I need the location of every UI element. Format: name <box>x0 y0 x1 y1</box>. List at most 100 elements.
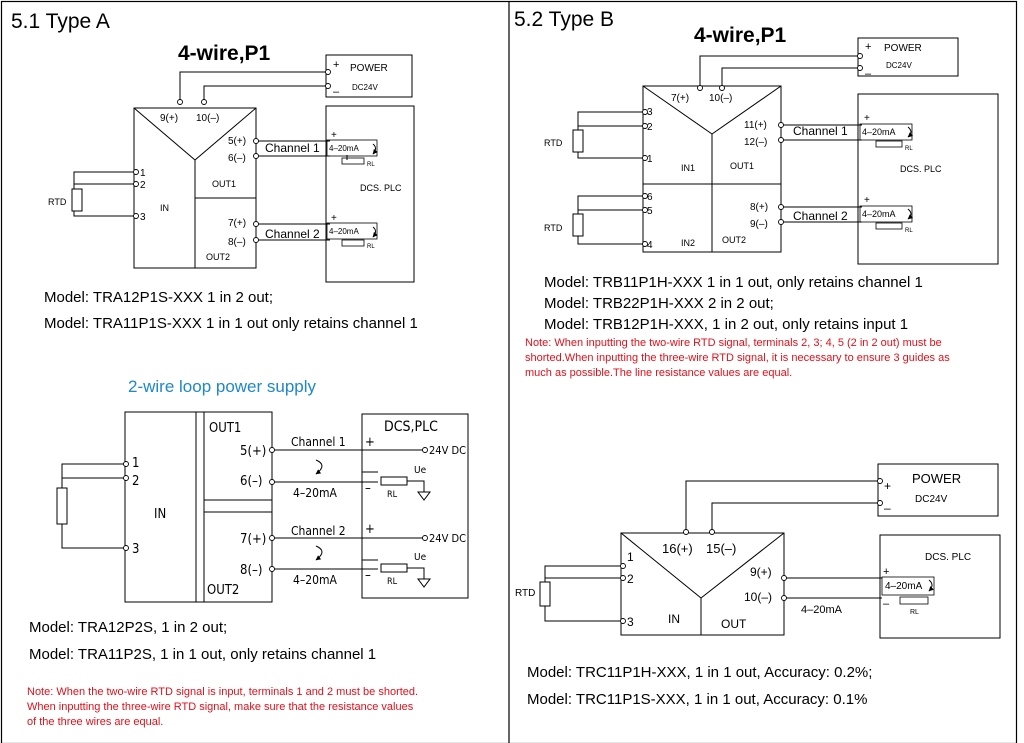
b1-term-8: 8(+) <box>750 202 768 213</box>
a2-ch2-minus: – <box>365 568 371 583</box>
section-title-type-a: 5.1 Type A <box>11 10 110 33</box>
b1-term-5: 5 <box>647 206 653 217</box>
a1-out1-label: OUT1 <box>212 179 236 189</box>
a2-current2: 4–20mA <box>293 573 338 587</box>
a2-model-line1: Model: TRA12P2S, 1 in 2 out; <box>29 619 227 636</box>
a2-note-line3: of the three wires are equal. <box>27 716 163 728</box>
a1-term-8: 8(–) <box>228 237 246 248</box>
b2-power-voltage: DC24V <box>915 494 948 505</box>
b1-in2: IN2 <box>681 238 695 248</box>
b1-ch2-current: 4–20mA <box>862 209 896 219</box>
b2-current-box: 4–20mA <box>885 581 923 592</box>
diagram-type-a-2wire <box>56 411 469 603</box>
a2-dcs-plc: DCS,PLC <box>384 419 438 435</box>
a2-term-5: 5(+) <box>240 444 266 459</box>
b1-note-line2: shorted.When inputting the three-wire RT… <box>525 352 950 364</box>
b1-note-line1: Note: When inputting the two-wire RTD si… <box>525 337 942 349</box>
b1-term-11: 11(+) <box>744 120 767 131</box>
diagram-type-a-4wire-labels: 4-wire,P1 9(+) 10(–) 5(+) 6(–) 7(+) 8(–)… <box>44 42 418 332</box>
a2-rl1: RL <box>387 490 398 500</box>
b2-term-10: 10(–) <box>744 590 772 604</box>
a2-channel2: Channel 2 <box>291 524 346 538</box>
b1-out1: OUT1 <box>730 161 754 171</box>
b1-channel2: Channel 2 <box>793 209 848 223</box>
b1-rtd1: RTD <box>544 138 563 148</box>
b1-term-9: 9(–) <box>750 219 768 230</box>
b1-term-10: 10(–) <box>709 93 732 104</box>
b2-term-16: 16(+) <box>662 541 693 556</box>
diagram-type-b-4wire-terminals <box>642 53 863 247</box>
diagram-type-a-4wire <box>71 54 415 283</box>
a1-term-10: 10(–) <box>196 113 219 124</box>
b2-power-label: POWER <box>912 471 961 486</box>
a1-term-1: 1 <box>140 168 146 179</box>
a2-ue1: Ue <box>414 465 427 476</box>
a1-channel2: Channel 2 <box>265 227 320 241</box>
b1-term-4: 4 <box>647 240 653 251</box>
a2-term-1: 1 <box>132 456 139 471</box>
b1-term-3: 3 <box>647 107 653 118</box>
a2-model-line2: Model: TRA11P2S, 1 in 1 out, only retain… <box>29 646 376 663</box>
diagram-type-b-4wire-labels: 4-wire,P1 7(+) 10(–) 3 2 1 6 5 4 IN1 IN2… <box>525 24 950 379</box>
a1-out2-label: OUT2 <box>206 252 230 262</box>
a2-out1: OUT1 <box>209 421 241 436</box>
a1-channel1: Channel 1 <box>265 141 320 155</box>
b1-rtd2: RTD <box>544 223 563 233</box>
b2-power-minus: – <box>884 501 891 515</box>
a1-term-6: 6(–) <box>228 153 246 164</box>
a1-in-label: IN <box>160 203 169 213</box>
b1-term-6: 6 <box>647 192 653 203</box>
a2-supply1: 24V DC <box>429 444 466 457</box>
a2-ch1-minus: – <box>365 481 371 496</box>
b1-power-plus: + <box>865 41 871 53</box>
a2-title: 2-wire loop power supply <box>128 377 317 396</box>
a1-term-3: 3 <box>140 212 146 223</box>
b2-model-line2: Model: TRC11P1S-XXX, 1 in 1 out, Accurac… <box>527 691 867 708</box>
a2-ue2: Ue <box>414 552 427 563</box>
b2-term-9: 9(+) <box>750 565 772 579</box>
b1-term-2: 2 <box>647 122 653 133</box>
a1-term-9: 9(+) <box>160 113 178 124</box>
b2-current-out: 4–20mA <box>801 604 843 616</box>
a1-model-line1: Model: TRA12P1S-XXX 1 in 2 out; <box>44 289 273 306</box>
b1-ch2-plus: + <box>864 195 870 206</box>
b2-out-label: OUT <box>721 617 747 631</box>
b1-model-line1: Model: TRB11P1H-XXX 1 in 1 out, only ret… <box>544 274 923 291</box>
b2-rtd: RTD <box>515 588 535 599</box>
b1-power-voltage: DC24V <box>886 61 912 70</box>
a2-out2: OUT2 <box>207 583 239 598</box>
a1-model-line2: Model: TRA11P1S-XXX 1 in 1 out only reta… <box>44 315 418 332</box>
section-title-type-b: 5.2 Type B <box>514 8 614 31</box>
b1-model-line3: Model: TRB12P1H-XXX, 1 in 2 out, only re… <box>544 316 908 333</box>
a1-term-2: 2 <box>140 180 146 191</box>
b1-ch1-plus: + <box>864 113 870 124</box>
diagram-type-b-2wire-labels: POWER DC24V + – 16(+) 15(–) 1 2 3 9(+) 1… <box>515 471 971 708</box>
a1-power-label: POWER <box>350 63 388 74</box>
b1-note-line3: much as possible.The line resistance val… <box>525 367 792 379</box>
b1-ch2-rl: RL <box>905 228 913 234</box>
a1-power-plus: + <box>333 59 339 71</box>
a2-note-line2: When inputting the three-wire RTD signal… <box>27 701 414 713</box>
a2-rl2: RL <box>387 577 398 587</box>
b1-channel1: Channel 1 <box>793 124 848 138</box>
diagram-type-a-4wire-terminals <box>133 69 331 243</box>
diagram-type-b-4wire <box>572 37 999 265</box>
b1-in1: IN1 <box>681 163 695 173</box>
diagram-type-b-2wire-terminals <box>620 478 883 624</box>
b2-power-plus: + <box>884 479 891 493</box>
b1-model-line2: Model: TRB22P1H-XXX 2 in 2 out; <box>544 295 774 312</box>
b2-model-line1: Model: TRC11P1H-XXX, 1 in 1 out, Accurac… <box>527 664 872 681</box>
a1-ch1-plus: + <box>331 130 337 141</box>
a2-term-7: 7(+) <box>240 532 266 547</box>
b1-ch1-rl: RL <box>905 146 913 152</box>
a2-note-line1: Note: When the two-wire RTD signal is in… <box>27 686 418 698</box>
b1-power-minus: – <box>865 68 872 80</box>
b2-minus: – <box>883 598 890 610</box>
a1-dcs-plc: DCS. PLC <box>360 183 402 193</box>
b1-power-label: POWER <box>884 43 922 54</box>
a2-current1: 4–20mA <box>293 486 338 500</box>
a1-rtd-label: RTD <box>48 197 67 207</box>
b1-ch1-current: 4–20mA <box>862 127 896 137</box>
a1-ch2-current: 4–20mA <box>329 227 359 236</box>
